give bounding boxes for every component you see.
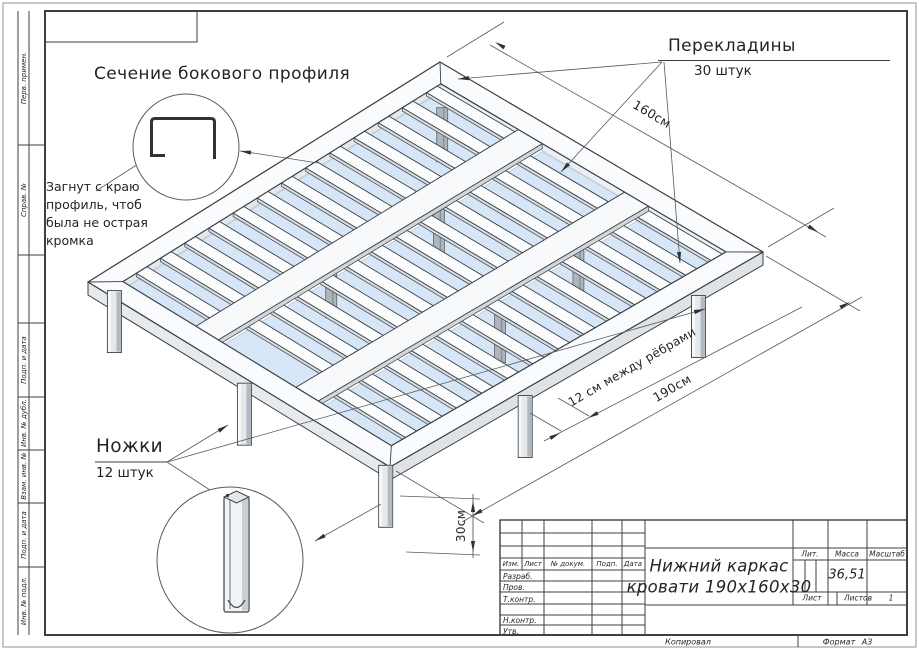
tb-header-scale: Масштаб [869,549,905,559]
side-col-inv-podl: Инв. № подл. [20,576,28,626]
side-col-sprav-no: Справ. № [20,182,28,218]
dim-leg-height: 30см [454,509,468,543]
tb-row-approved: Утв. [503,626,519,636]
side-col-podp-data-2: Подп. и дата [20,511,28,559]
tb-col-date: Дата [623,560,643,568]
tb-col-list: Лист [524,560,542,568]
tb-sheet-label: Лист [802,593,822,603]
tb-mass-value: 36,51 [828,567,866,583]
tb-copied-label: Копировал [665,637,711,647]
tb-row-developed: Разраб. [503,572,533,581]
tb-format-value: А3 [861,637,873,647]
tb-product-line2: кровати 190х160х30 [626,577,812,597]
tb-row-tcontrol: Т.контр. [503,594,536,604]
side-col-inv-dubl: Инв. № дубл. [20,399,28,447]
tb-header-mass: Масса [835,549,859,559]
tb-format-label: Формат [822,637,856,647]
side-col-perv-primen: Перв. примен. [20,51,28,105]
side-col-podp-data-1: Подп. и дата [20,336,28,384]
crossbars-qty: 30 штук [694,63,752,79]
tb-sheets-label: Листов [843,593,873,603]
bend-note-line1: Загнут с краю [46,179,140,194]
legs-qty: 12 штук [96,465,154,481]
bend-note: Загнут с краю профиль, чтоб была не остр… [46,178,150,251]
tb-col-doc: № докум. [550,560,586,568]
bend-note-line2: профиль, чтоб [46,197,142,213]
legs-label: Ножки [96,436,164,457]
section-title: Сечение бокового профиля [94,64,351,84]
side-col-vzam-inv: Взам. инв. № [20,452,28,500]
tb-header-lit: Лит. [801,549,819,559]
tb-col-izm: Изм. [502,560,520,568]
bend-note-line4: кромка [46,233,94,249]
tb-product-line1: Нижний каркас [649,556,789,576]
crossbars-label: Перекладины [668,36,796,56]
tb-row-checked: Пров. [503,583,525,592]
tb-col-sign: Подп. [596,560,618,568]
tb-sheets-value: 1 [888,593,894,603]
bend-note-line3: была не острая [46,215,148,231]
tb-row-ncontrol: Н.контр. [503,616,537,625]
